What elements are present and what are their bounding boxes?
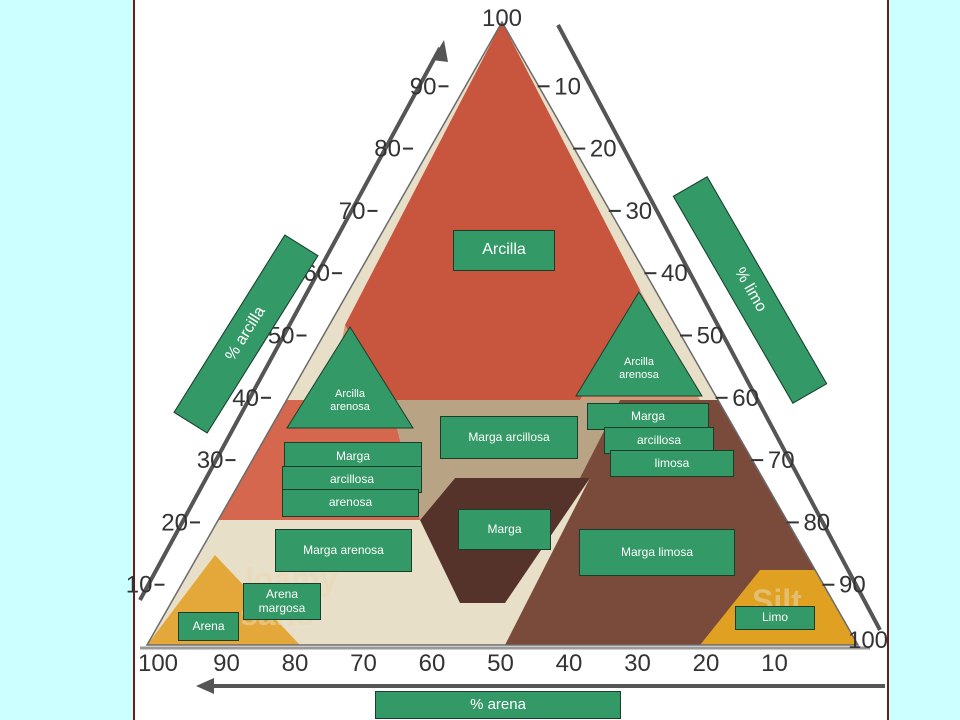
sandy-clay-loam-label-2: arcillosa: [282, 466, 422, 493]
silt-tick-90: 90: [839, 572, 866, 599]
sand-tick-90: 90: [213, 650, 240, 677]
tick-labels: 100 90 80 70 60 50 40 30 20 10 10 20 30 40 50 60 70 80 90 1…: [126, 5, 888, 677]
silt-tick-50: 50: [697, 323, 724, 350]
silty-clay-triangle-right: [575, 291, 703, 397]
clay-tick-80: 80: [374, 136, 401, 163]
sand-tick-20: 20: [693, 650, 720, 677]
sand-tick-100: 100: [138, 650, 178, 677]
sandy-clay-triangle-left: [286, 326, 414, 429]
silt-tick-30: 30: [625, 198, 652, 225]
clay-tick-10: 10: [126, 572, 153, 599]
clay-axis-arrow: [138, 40, 448, 601]
loam-label: Marga: [458, 509, 551, 550]
silt-axis-arrow: [556, 24, 882, 631]
silt-loam-label: Marga limosa: [579, 529, 735, 576]
silt-tick-20: 20: [590, 136, 617, 163]
sand-tick-50: 50: [487, 650, 514, 677]
sand-tick-40: 40: [556, 650, 583, 677]
silty-clay-loam-label-3: limosa: [610, 450, 734, 477]
sand-axis-arrow: [196, 678, 885, 694]
silt-tick-10: 10: [554, 73, 581, 100]
silty-clay-loam-label-1: Marga: [587, 403, 709, 430]
clay-tick-90: 90: [410, 73, 437, 100]
silt-tick-100: 100: [848, 627, 888, 654]
silt-tick-80: 80: [803, 509, 830, 536]
sand-tick-30: 30: [624, 650, 651, 677]
clay-tick-40: 40: [232, 385, 259, 412]
silty-clay-label-right: Arcilla arenosa: [619, 356, 659, 382]
silt-tick-70: 70: [768, 447, 795, 474]
sand-label: Arena: [178, 612, 239, 641]
sand-tick-70: 70: [350, 650, 377, 677]
silt-tick-40: 40: [661, 260, 688, 287]
clay-tick-70: 70: [339, 198, 366, 225]
clay-label: Arcilla: [453, 230, 555, 271]
sand-tick-80: 80: [282, 650, 309, 677]
sandy-clay-loam-label-3: arenosa: [282, 489, 419, 517]
clay-tick-20: 20: [161, 509, 188, 536]
sandy-clay-label-left: Arcilla arenosa: [330, 388, 370, 414]
loamy-sand-label: Arena margosa: [243, 583, 321, 620]
clay-tick-30: 30: [197, 447, 224, 474]
sandy-loam-label: Marga arenosa: [275, 529, 412, 572]
triangle-outline: [145, 20, 860, 646]
clay-region: [345, 22, 640, 400]
silt-tick-60: 60: [732, 385, 759, 412]
sand-tick-10: 10: [761, 650, 788, 677]
clay-tick-100: 100: [482, 5, 522, 32]
clay-loam-label: Marga arcillosa: [440, 416, 578, 459]
silt-label: Limo: [735, 606, 815, 630]
sand-tick-60: 60: [419, 650, 446, 677]
sand-axis-label: % arena: [375, 691, 621, 719]
